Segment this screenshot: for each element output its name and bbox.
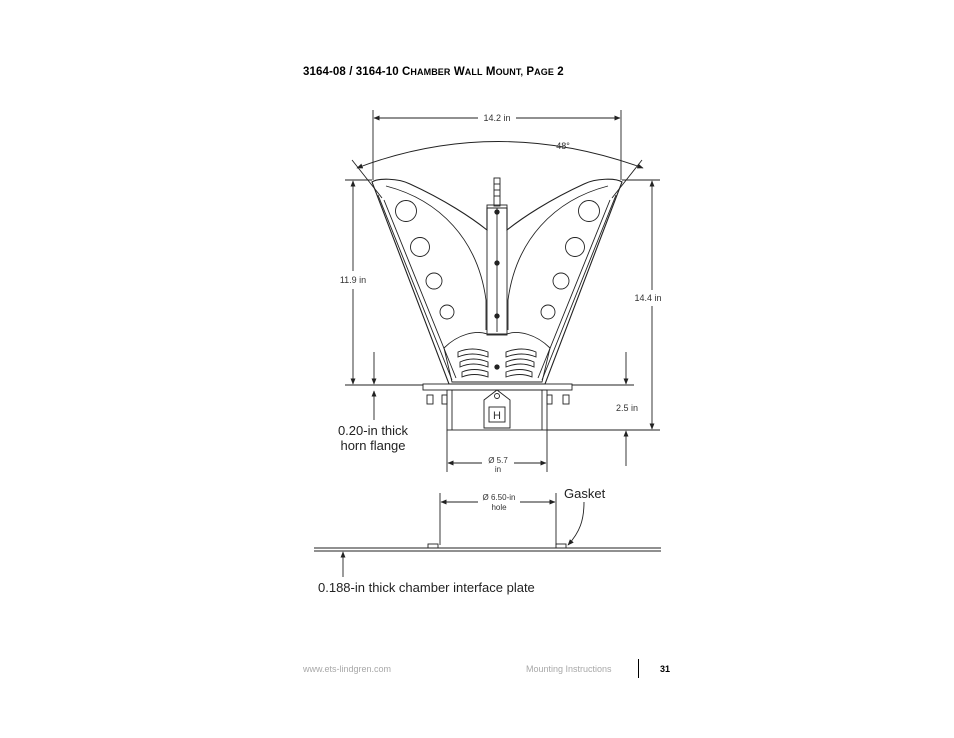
hole-left-4 [439,304,455,320]
badge-letter: H [493,410,501,422]
footer-divider [638,659,639,678]
flange-tab-left [426,394,434,405]
antenna-tip [493,177,501,207]
flange-tab-right [562,394,570,405]
dim-hole-label: Ø 6.50-in [483,493,516,502]
hole-right-3 [552,272,570,290]
spine-screw-3 [494,313,500,319]
horn-rail-right [541,194,617,381]
feed-slots [457,348,537,378]
page-title: 3164-08 / 3164-10 CHAMBER WALL MOUNT, PA… [303,66,564,78]
gasket-leader [567,501,585,546]
gasket-label: Gasket [564,486,606,501]
footer-section-title: Mounting Instructions [526,664,612,674]
dim-diameter-unit-label: in [495,465,501,474]
dim-diameter-label: Ø 5.7 [488,456,508,465]
connector-block [483,389,511,429]
hole-right-4 [540,304,556,320]
center-spine [486,204,508,336]
dim-angle-arc [356,141,644,169]
horn-flange [422,383,573,391]
spine-screw-1 [494,209,500,215]
footer-url[interactable]: www.ets-lindgren.com [303,664,392,674]
dim-width-label: 14.2 in [483,113,510,123]
dim-right-height-label: 14.4 in [634,293,661,303]
page-number: 31 [660,664,671,674]
feed-plate [443,332,551,383]
badge-frame [488,406,506,423]
dim-base-height-label: 2.5 in [616,403,638,413]
wing-right-inner [507,185,609,330]
horn-flange-label-2: horn flange [340,438,405,453]
dim-hole-label-2: hole [491,503,507,512]
spine-screw-2 [494,260,500,266]
gasket-left [427,543,439,549]
hole-right-2 [565,237,585,257]
hole-left-2 [410,237,430,257]
horn-flange-label-1: 0.20-in thick [338,423,409,438]
hole-left-3 [425,272,443,290]
chamber-plate-label: 0.188-in thick chamber interface plate [318,580,535,595]
spine-screw-4 [494,364,500,370]
horn-rail-left [377,194,453,381]
gasket-right [555,543,567,549]
wing-left-inner [385,185,487,330]
hole-right-1 [578,200,600,222]
hole-left-1 [395,200,417,222]
dim-left-height-label: 11.9 in [340,275,366,285]
dim-angle-label: 48° [556,141,570,151]
angle-leg-left [351,159,383,199]
angle-leg-right [611,159,643,199]
